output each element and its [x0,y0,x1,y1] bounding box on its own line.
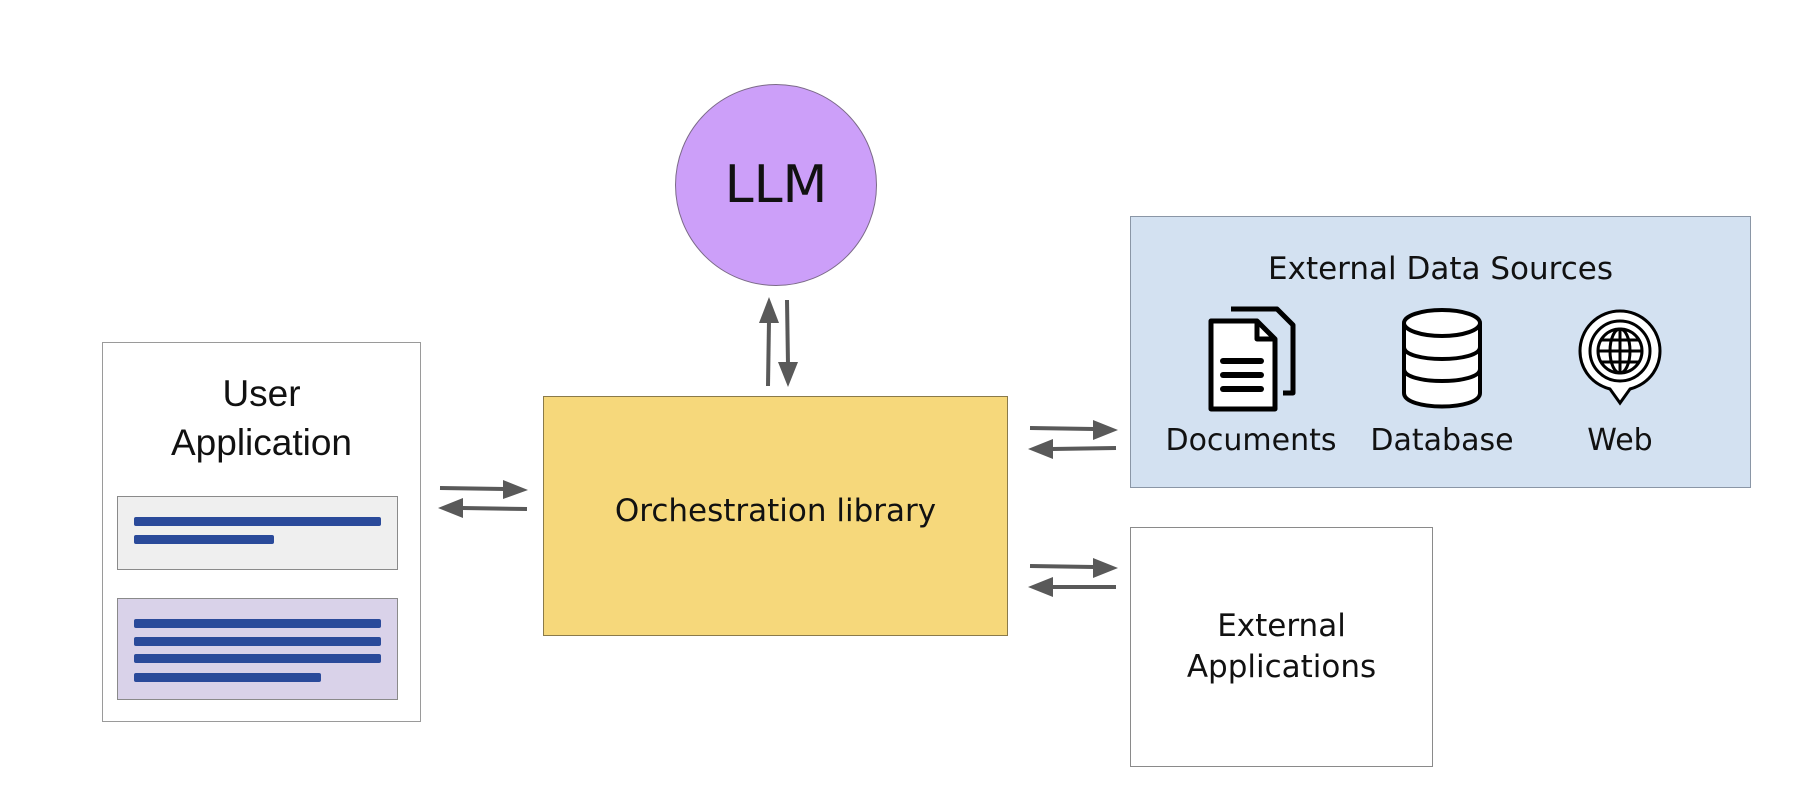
llm-node: LLM [675,84,877,286]
database-icon [1402,308,1482,409]
message-card-response [117,598,398,700]
arrow-orchestration-to-external-apps [1029,558,1118,578]
database-label: Database [1370,423,1514,458]
documents-label: Documents [1165,423,1337,458]
text-line [134,673,321,682]
text-line [134,654,381,663]
external-data-sources-title: External Data Sources [1268,251,1613,287]
orchestration-library-node: Orchestration library [543,396,1008,636]
source-documents: Documents [1156,305,1346,458]
text-line [134,535,274,544]
user-application-label: User Application [170,373,352,463]
user-application-node: User Application [102,342,421,722]
web-label: Web [1587,423,1653,458]
source-database: Database [1347,305,1537,458]
external-applications-label: External Applications [1186,608,1377,685]
arrow-external-apps-to-orchestration [1028,577,1116,597]
orchestration-library-label: Orchestration library [614,493,937,529]
text-line [134,517,381,526]
arrow-llm-to-orchestration [778,299,798,387]
external-applications-node: External Applications [1130,527,1433,767]
arrow-external-data-to-orchestration [1028,439,1117,459]
text-line [134,637,381,646]
text-line [134,619,381,628]
web-globe-icon [1578,309,1662,406]
arrow-orchestration-to-external-data [1029,420,1118,440]
arrow-user-to-orchestration [439,480,528,499]
arrow-orchestration-to-llm [759,297,779,387]
message-card-input [117,496,398,570]
llm-label: LLM [724,155,828,215]
documents-icon [1208,306,1296,412]
arrow-orchestration-to-user [438,498,528,518]
source-web: Web [1525,305,1715,458]
external-data-sources-node: External Data Sources Documents [1130,216,1751,488]
